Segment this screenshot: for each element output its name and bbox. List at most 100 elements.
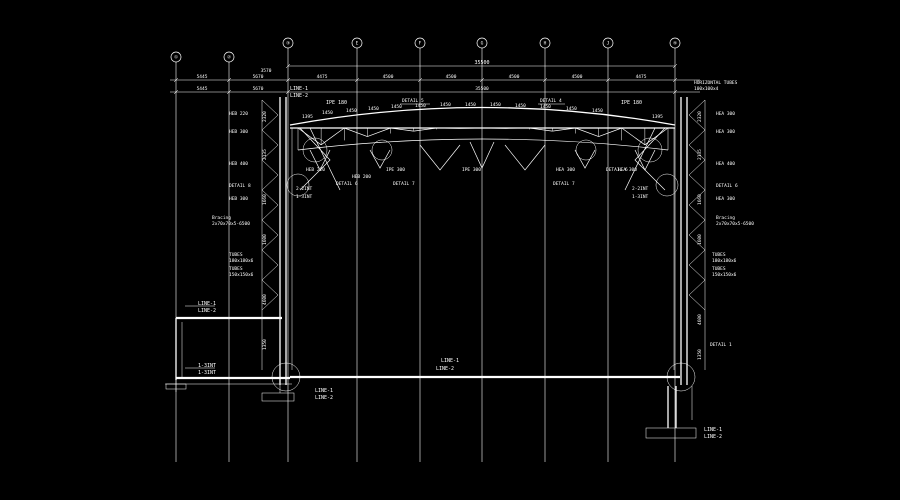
svg-text:J: J bbox=[607, 41, 610, 47]
bracing-right-value: 2x70x70x5-6500 bbox=[716, 221, 754, 227]
heb-mid-5: HEA 300 bbox=[556, 167, 575, 173]
panel-dim-3: 1450 bbox=[368, 106, 379, 112]
columns bbox=[261, 97, 706, 385]
sect-1-left: 1-3INT bbox=[296, 194, 313, 200]
hea-right-4: HEA 300 bbox=[716, 196, 735, 202]
bracing-right-label: Bracing bbox=[716, 215, 735, 221]
sect-2-right: 2-2INT bbox=[632, 186, 649, 192]
truss-diagonal bbox=[367, 127, 391, 137]
vdim-right-2: 2135 bbox=[697, 149, 703, 160]
truss-diagonal bbox=[552, 127, 576, 132]
line2-top-left: LINE-2 bbox=[290, 93, 308, 99]
heb-left-4: HEB 300 bbox=[229, 196, 248, 202]
panel-dim-10: 1450 bbox=[540, 104, 551, 110]
vdim-left-4: 1600 bbox=[262, 234, 268, 245]
floor-slab bbox=[165, 316, 697, 439]
axis-bubble-5: F bbox=[414, 37, 426, 49]
detail-6-left: DETAIL 6 bbox=[336, 181, 358, 187]
dim-overall: 35500 bbox=[474, 60, 489, 66]
svg-text:③: ③ bbox=[286, 41, 291, 47]
horizontal-tubes-value: 100x100x4 bbox=[694, 86, 719, 92]
dim-left-1b: 5445 bbox=[197, 86, 208, 92]
vdim-left-2: 2135 bbox=[262, 149, 268, 160]
svg-text:H: H bbox=[544, 41, 547, 47]
detail-8-label: DETAIL 8 bbox=[229, 183, 251, 189]
panel-dim-11: 1450 bbox=[566, 106, 577, 112]
axis-bubble-8: J bbox=[602, 37, 614, 49]
line2-left-low: LINE-2 bbox=[198, 308, 216, 314]
line2-right-bottom: LINE-2 bbox=[704, 434, 722, 440]
vdim-right-1: 2320 bbox=[697, 111, 703, 122]
left-vertical-dims: 2320 2135 1660 1600 4600 1350 bbox=[262, 111, 268, 350]
truss-diagonal bbox=[598, 127, 622, 137]
svg-text:②: ② bbox=[227, 55, 232, 61]
svg-text:①: ① bbox=[174, 55, 179, 61]
hea-right-1: HEA 300 bbox=[716, 111, 735, 117]
tubes-right2-value: 150x150x6 bbox=[712, 272, 737, 278]
axis-bubble-3: ③ bbox=[282, 37, 294, 49]
dim-overall-2: 35500 bbox=[475, 86, 489, 92]
dim-bay-3: 4500 bbox=[446, 74, 457, 80]
sect-2-left: 2-2INT bbox=[296, 186, 313, 192]
line1-right-bottom: LINE-1 bbox=[704, 427, 722, 433]
line2-mid: LINE-2 bbox=[436, 366, 454, 372]
truss-diagonal bbox=[320, 127, 345, 146]
ipe-top-right: IPE 180 bbox=[621, 100, 642, 106]
hea-right-3: HEA 400 bbox=[716, 161, 735, 167]
truss-panel-dims: 1395 1395 1450 1450 1450 1450 1450 1450 … bbox=[302, 102, 663, 120]
heb-mid-1: HEB 220 bbox=[306, 167, 325, 173]
line1-mid: LINE-1 bbox=[441, 358, 459, 364]
truss-diagonal bbox=[390, 127, 414, 132]
vdim-left-3: 1660 bbox=[262, 194, 268, 205]
end-dim-right: 1395 bbox=[652, 114, 663, 120]
detail-6-right: DETAIL 6 bbox=[716, 183, 738, 189]
heb-left-1: HEB 220 bbox=[229, 111, 248, 117]
dim-bay-2: 4500 bbox=[383, 74, 394, 80]
tubes-left2-value: 150x150x6 bbox=[229, 272, 254, 278]
dim-bay-4: 4500 bbox=[509, 74, 520, 80]
tubes-right2-label: TUBES bbox=[712, 266, 726, 272]
detail-6-right-mid: DETAIL 6 bbox=[606, 167, 628, 173]
line2-bottom: LINE-2 bbox=[315, 395, 333, 401]
tubes-left-value: 180x180x6 bbox=[229, 258, 254, 264]
vdim-right-5: 4600 bbox=[697, 314, 703, 325]
roof-truss bbox=[286, 106, 679, 197]
svg-text:F: F bbox=[419, 41, 422, 47]
vdim-left-1: 2320 bbox=[262, 111, 268, 122]
heb-mid-4: IPE 300 bbox=[462, 167, 481, 173]
panel-dim-4: 1450 bbox=[391, 104, 402, 110]
detail-4-label: DETAIL 4 bbox=[540, 98, 562, 104]
dim-bay-5: 4500 bbox=[572, 74, 583, 80]
axis-bubble-2: ② bbox=[223, 51, 235, 63]
line1-left-low: LINE-1 bbox=[198, 301, 216, 307]
line1-bottom: LINE-1 bbox=[315, 388, 333, 394]
svg-text:E: E bbox=[356, 41, 359, 47]
svg-text:G: G bbox=[481, 41, 484, 47]
truss-diagonal bbox=[529, 127, 553, 132]
svg-text:⑨: ⑨ bbox=[673, 41, 678, 47]
panel-dim-2: 1450 bbox=[346, 108, 357, 114]
vdim-right-3: 1660 bbox=[697, 194, 703, 205]
truss-diagonal bbox=[621, 127, 646, 146]
sect-1-left-low: 1-3INT bbox=[198, 363, 216, 369]
axis-bubbles: ① ② ③ E F G H J ⑨ bbox=[170, 37, 681, 63]
horizontal-tubes-label: HORIZONTAL TUBES bbox=[694, 80, 738, 86]
truss-diagonal bbox=[297, 127, 322, 146]
grid-lines bbox=[175, 48, 676, 462]
axis-bubble-7: H bbox=[539, 37, 551, 49]
tubes-right-label: TUBES bbox=[712, 252, 726, 258]
heb-mid-3: IPE 300 bbox=[386, 167, 405, 173]
line1-top-left: LINE-1 bbox=[290, 86, 308, 92]
bracing-left-value: 2x70x70x5-6500 bbox=[212, 221, 250, 227]
ipe-top-left: IPE 180 bbox=[326, 100, 347, 106]
detail-7-left: DETAIL 7 bbox=[393, 181, 415, 187]
tubes-left-label: TUBES bbox=[229, 252, 243, 258]
dim-left-1: 5445 bbox=[197, 74, 208, 80]
vdim-right-6: 1350 bbox=[697, 349, 703, 360]
sect-1-right: 1-3INT bbox=[632, 194, 649, 200]
axis-bubble-9: ⑨ bbox=[669, 37, 681, 49]
dim-left-2b: 5670 bbox=[253, 86, 264, 92]
panel-dim-12: 1450 bbox=[592, 108, 603, 114]
